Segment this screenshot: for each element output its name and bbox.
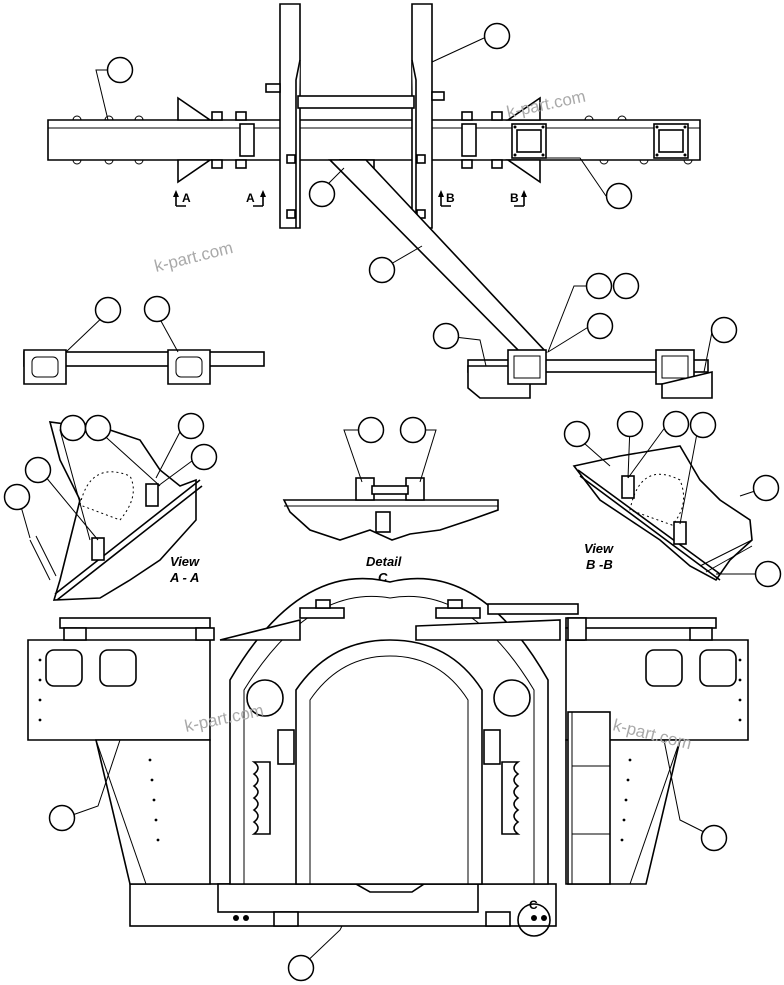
callout-balloon	[84, 414, 112, 442]
callout-balloon	[662, 410, 690, 438]
callout-balloons	[3, 22, 782, 982]
callout-balloon	[616, 410, 644, 438]
callout-balloon	[59, 414, 87, 442]
watermark-left: k-part.com	[152, 238, 235, 276]
top-cross-member-assembly: A A B B	[47, 3, 701, 353]
callout-balloon	[48, 804, 76, 832]
section-marker-b-right: B	[510, 191, 519, 205]
callout-balloon	[143, 295, 171, 323]
callout-balloon	[586, 312, 614, 340]
detail-c-label-line1: Detail	[366, 554, 402, 569]
callout-balloon	[357, 416, 385, 444]
callout-balloon	[563, 420, 591, 448]
detail-c-label-line2: C	[378, 570, 388, 585]
section-marker-b-left: B	[446, 191, 455, 205]
detail-c-marker: C	[529, 898, 538, 912]
callout-balloon	[432, 322, 460, 350]
right-mounting-bar	[467, 349, 713, 399]
section-marker-a-right: A	[246, 191, 255, 205]
callout-balloon	[308, 180, 336, 208]
callout-balloon	[605, 182, 633, 210]
view-bb-label-line2: B -B	[586, 557, 613, 572]
detail-c-section	[282, 477, 499, 541]
callout-balloon	[106, 56, 134, 84]
view-a-a-section	[29, 421, 203, 601]
callout-balloon	[24, 456, 52, 484]
callout-balloon	[190, 443, 218, 471]
callout-balloon	[287, 954, 315, 982]
callout-balloon	[177, 412, 205, 440]
section-marker-a-left: A	[182, 191, 191, 205]
left-mounting-bar	[23, 349, 265, 385]
view-aa-label-line2: A - A	[169, 570, 199, 585]
callout-balloon	[700, 824, 728, 852]
callout-balloon	[399, 416, 427, 444]
view-aa-label-line1: View	[170, 554, 200, 569]
watermark-top: k-part.com	[505, 87, 587, 122]
callout-balloon	[94, 296, 122, 324]
view-bb-label-line1: View	[584, 541, 614, 556]
view-b-b-section	[572, 445, 753, 582]
callout-balloon	[752, 474, 780, 502]
callout-balloon	[585, 272, 613, 300]
callout-balloon	[3, 483, 31, 511]
callout-balloon	[710, 316, 738, 344]
main-frame-assembly	[27, 577, 749, 937]
callout-balloon	[483, 22, 511, 50]
callout-balloon	[612, 272, 640, 300]
callout-balloon	[368, 256, 396, 284]
callout-balloon	[754, 560, 782, 588]
callout-balloon	[689, 411, 717, 439]
